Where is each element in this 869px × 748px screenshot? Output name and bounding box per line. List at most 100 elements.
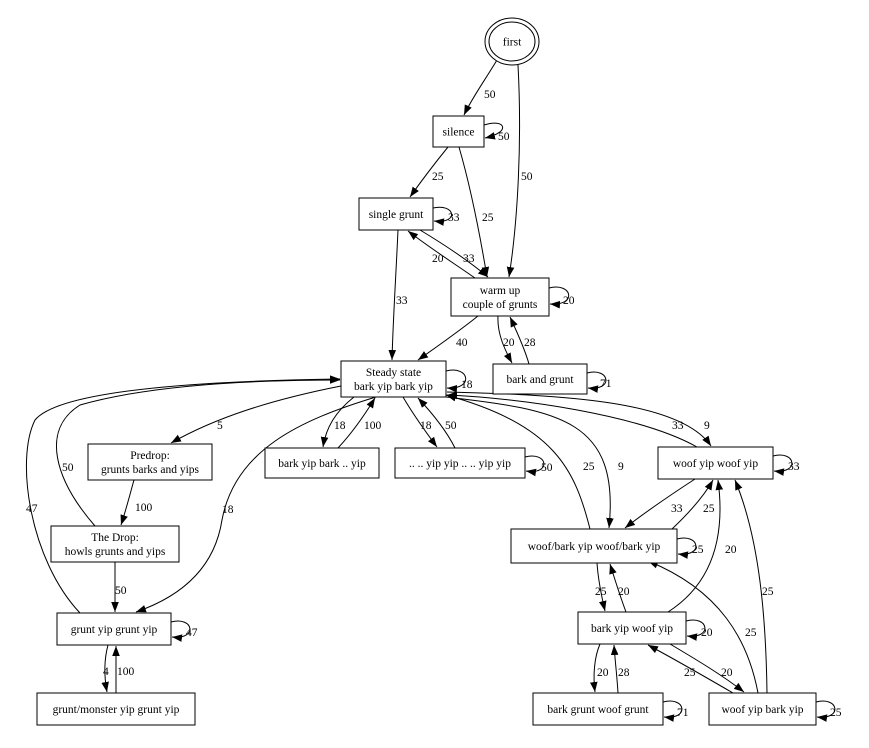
edge-woof_yip_woof_yip-to-steady: 33 bbox=[446, 391, 698, 448]
edge-line bbox=[432, 206, 453, 226]
node-grunt-yip[interactable]: grunt yip grunt yip bbox=[56, 612, 172, 646]
edge-label: 100 bbox=[364, 420, 382, 432]
edge-label: 33 bbox=[671, 503, 683, 515]
edge-line bbox=[419, 229, 489, 278]
edge-single_grunt-to-single_grunt: 33 bbox=[432, 206, 460, 226]
edge-single_grunt-to-warm_up: 33 bbox=[419, 229, 489, 278]
node-the-drop[interactable]: The Drop:howls grunts and yips bbox=[50, 525, 180, 563]
node-bark-yip-woof-yip[interactable]: bark yip woof yip bbox=[577, 611, 687, 645]
edge-line bbox=[524, 455, 545, 477]
edge-line bbox=[497, 315, 513, 364]
edge-label: 33 bbox=[448, 212, 460, 224]
node-box bbox=[87, 443, 213, 481]
edge-label: 33 bbox=[788, 461, 800, 473]
edge-bark_yip_woof_yip-to-woof_bark: 20 bbox=[609, 563, 630, 613]
edge-label: 50 bbox=[484, 89, 496, 101]
edge-line bbox=[409, 146, 449, 198]
edge-label: 33 bbox=[672, 420, 684, 432]
edge-line bbox=[772, 454, 793, 476]
edge-bark_yip_woof_yip-to-woof_yip_woof_yip: 20 bbox=[667, 479, 737, 613]
node-box bbox=[577, 611, 687, 645]
node-woof-yip-woof-yip[interactable]: woof yip woof yip bbox=[657, 446, 774, 480]
edge-line bbox=[170, 385, 342, 444]
node-bark-yip-bark-yip2[interactable]: bark yip bark .. yip bbox=[264, 447, 380, 479]
node-label: woof yip bark yip bbox=[721, 704, 803, 716]
node-box bbox=[492, 363, 588, 395]
edge-line bbox=[120, 479, 135, 526]
node-label: woof/bark yip woof/bark yip bbox=[528, 541, 661, 553]
edge-line bbox=[647, 644, 734, 694]
edge-label: 18 bbox=[334, 420, 346, 432]
edge-line bbox=[458, 146, 490, 278]
node-single-grunt[interactable]: single grunt bbox=[358, 197, 434, 231]
edge-label: 25 bbox=[830, 707, 842, 719]
edge-woof_yip_bark_yip-to-woof_bark: 25 bbox=[647, 560, 759, 694]
node-warm-up[interactable]: warm up couple of grunts bbox=[450, 277, 550, 317]
node-silence[interactable]: silence bbox=[432, 115, 485, 148]
node-label: .. .. yip yip .. .. yip yip bbox=[409, 458, 511, 470]
node-label: couple of grunts bbox=[463, 299, 538, 311]
edge-label: 50 bbox=[445, 420, 457, 432]
edge-bark_grunt_woof_grunt-to-bark_grunt_woof_grunt: 71 bbox=[662, 700, 689, 722]
edge-line bbox=[586, 371, 607, 393]
edge-silence-to-silence: 50 bbox=[483, 122, 510, 143]
edge-steady-to-predrop: 5 bbox=[170, 385, 342, 444]
edge-line bbox=[417, 315, 479, 361]
nodes-layer: first silence single grunt warm up couple of… bbox=[36, 17, 817, 726]
edge-grunt_monster-to-grunt_yip: 100 bbox=[112, 646, 135, 694]
node-woof-bark[interactable]: woof/bark yip woof/bark yip bbox=[510, 528, 678, 564]
edge-label: 5 bbox=[217, 420, 223, 432]
edge-label: 28 bbox=[524, 337, 536, 349]
edge-bark_and_grunt-to-bark_and_grunt: 71 bbox=[586, 371, 612, 393]
edge-line bbox=[609, 563, 627, 613]
node-grunt-monster[interactable]: grunt/monster yip grunt yip bbox=[36, 692, 196, 726]
edge-label: 47 bbox=[26, 503, 38, 515]
edge-line bbox=[506, 64, 521, 278]
edge-line bbox=[815, 700, 836, 722]
edge-label: 50 bbox=[62, 462, 74, 474]
node-predrop[interactable]: Predrop:grunts barks and yips bbox=[87, 443, 213, 481]
edge-warm_up-to-single_grunt: 20 bbox=[407, 230, 476, 279]
node-box bbox=[358, 197, 434, 231]
edge-warm_up-to-bark_and_grunt: 20 bbox=[497, 315, 515, 364]
node-label: single grunt bbox=[369, 209, 424, 221]
node-label: bark yip bark .. yip bbox=[278, 458, 366, 470]
edge-steady-to-woof_bark: 9 bbox=[445, 396, 624, 529]
edge-line bbox=[446, 391, 712, 447]
edge-label: 20 bbox=[725, 544, 737, 556]
node-box bbox=[340, 360, 447, 398]
edge-label: 18 bbox=[420, 420, 432, 432]
edge-label: 28 bbox=[618, 667, 630, 679]
edge-bark_yip_woof_yip-to-bark_grunt_woof_grunt: 20 bbox=[589, 643, 609, 693]
node-label: bark yip woof yip bbox=[591, 623, 673, 635]
edge-line bbox=[676, 537, 697, 559]
node-woof-yip-bark-yip[interactable]: woof yip bark yip bbox=[708, 692, 817, 726]
edge-line bbox=[548, 286, 570, 309]
edge-woof_yip_bark_yip-to-woof_yip_bark_yip: 25 bbox=[815, 700, 842, 722]
edge-predrop-to-the_drop: 100 bbox=[120, 479, 153, 526]
node-first[interactable]: first bbox=[484, 17, 540, 66]
edge-line bbox=[407, 230, 476, 279]
edge-label: 20 bbox=[618, 586, 630, 598]
edge-bark_yip_woof_yip-to-woof_yip_bark_yip: 20 bbox=[669, 643, 745, 693]
edge-line bbox=[402, 396, 438, 448]
edge-the_drop-to-grunt_yip: 50 bbox=[111, 561, 127, 612]
edge-line bbox=[417, 397, 456, 449]
edge-yip_dots-to-yip_dots: 50 bbox=[524, 455, 553, 477]
node-box bbox=[394, 447, 526, 479]
edge-grunt_yip-to-grunt_monster: 4 bbox=[101, 644, 109, 693]
edge-steady-to-grunt_yip: 18 bbox=[135, 396, 377, 613]
edge-warm_up-to-steady: 40 bbox=[417, 315, 479, 361]
edge-woof_yip_woof_yip-to-woof_bark: 33 bbox=[624, 478, 696, 529]
node-bark-grunt-woof-grunt[interactable]: bark grunt woof grunt bbox=[532, 692, 664, 726]
edge-steady-to-steady: 18 bbox=[445, 369, 473, 393]
edge-steady-to-woof_yip_woof_yip: 9 bbox=[446, 391, 712, 447]
node-bark-and-grunt[interactable]: bark and grunt bbox=[492, 363, 588, 395]
node-label: warm up bbox=[480, 285, 521, 297]
edge-first-to-silence: 50 bbox=[463, 59, 498, 116]
edge-label: 9 bbox=[704, 420, 710, 432]
node-yip-dots[interactable]: .. .. yip yip .. .. yip yip bbox=[394, 447, 526, 479]
edge-label: 9 bbox=[618, 461, 624, 473]
